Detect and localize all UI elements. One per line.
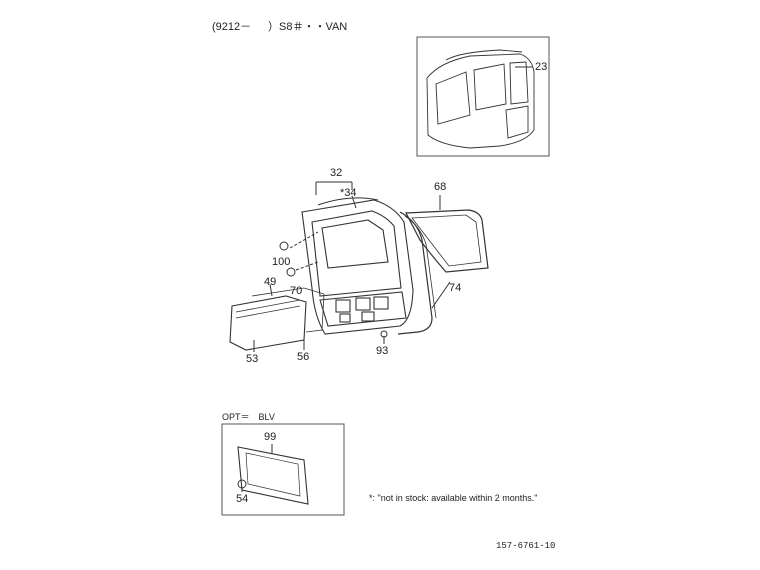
part-number-100: 100 bbox=[272, 256, 291, 268]
part-number-23: 23 bbox=[535, 61, 548, 73]
sheet-56 bbox=[251, 287, 325, 333]
part-number-68: 68 bbox=[434, 181, 447, 193]
part-number-93: 93 bbox=[376, 345, 389, 357]
cover-99 bbox=[237, 446, 309, 505]
clip-93-marker bbox=[380, 330, 388, 338]
clip-70-marker bbox=[286, 267, 296, 277]
part-number-70: 70 bbox=[290, 285, 303, 297]
stock-footnote: *: "not in stock: available within 2 mon… bbox=[369, 493, 538, 503]
van-body-sketch bbox=[426, 49, 535, 149]
option-label: OPT＝ BLV bbox=[222, 412, 275, 422]
back-door-panel bbox=[301, 199, 414, 335]
trim-board-53 bbox=[229, 295, 307, 351]
part-number-34: *34 bbox=[340, 187, 357, 199]
model-variant-text: ）S8＃・・VAN bbox=[268, 21, 348, 33]
part-number-54: 54 bbox=[236, 493, 249, 505]
option-box-frame bbox=[221, 423, 345, 516]
clip-100-marker bbox=[279, 241, 289, 251]
inset-frame bbox=[416, 36, 550, 157]
part-number-74: 74 bbox=[449, 282, 462, 294]
diagram-code: 157-6761-10 bbox=[496, 541, 556, 551]
part-number-53: 53 bbox=[246, 353, 259, 365]
molding-32 bbox=[317, 197, 379, 206]
part-number-32: 32 bbox=[330, 167, 343, 179]
part-number-56: 56 bbox=[297, 351, 310, 363]
model-code-text: (9212－ bbox=[212, 21, 252, 33]
part-number-99: 99 bbox=[264, 431, 277, 443]
part-number-49: 49 bbox=[264, 276, 277, 288]
glass-68 bbox=[405, 209, 489, 273]
